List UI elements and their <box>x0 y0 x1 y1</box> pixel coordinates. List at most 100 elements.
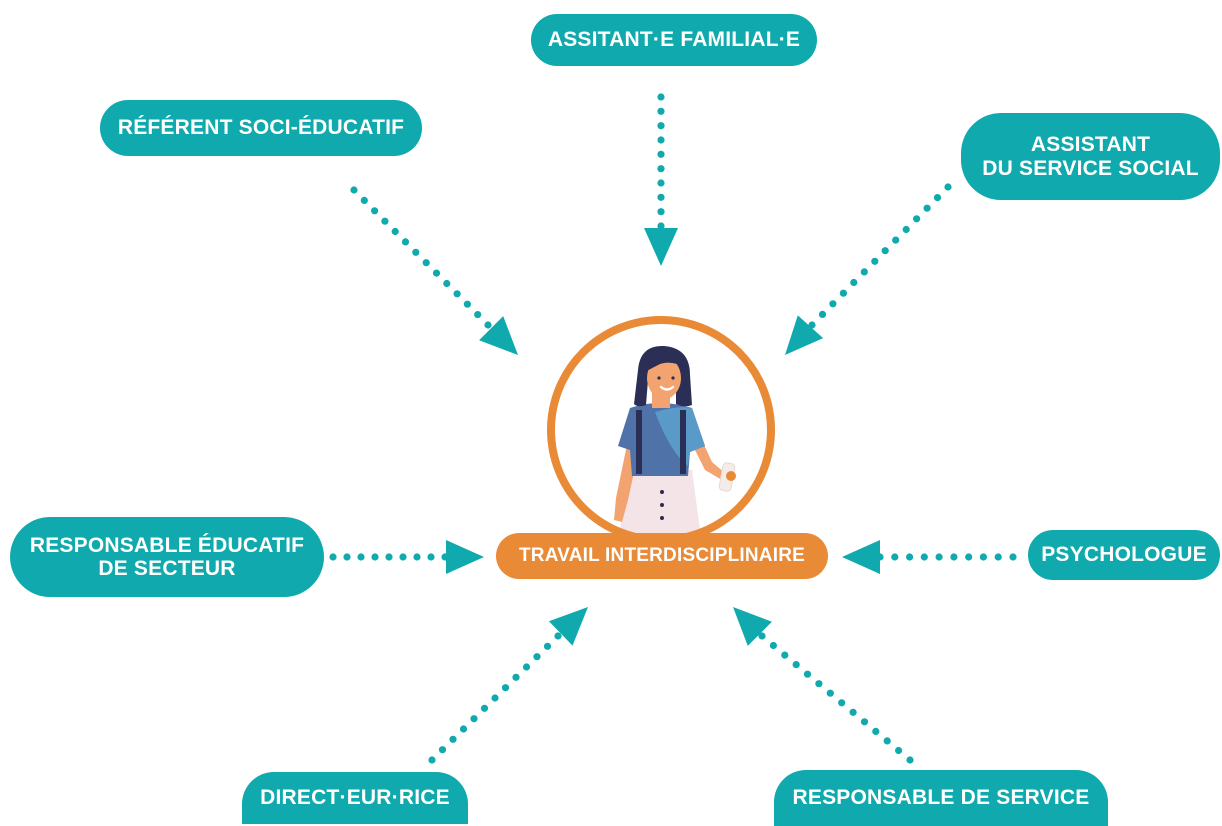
connector-dot <box>427 553 435 561</box>
connector-dot <box>657 107 665 115</box>
connector-dot <box>480 704 489 712</box>
arrowhead <box>644 228 678 266</box>
connector-dot <box>412 248 420 256</box>
connector-dot <box>994 553 1002 561</box>
woman-illustration <box>614 345 736 540</box>
arrow-from-responsable-service <box>733 607 914 764</box>
connector-dot <box>470 715 478 723</box>
arrow-from-assistant-social <box>785 183 952 355</box>
connector-dot <box>385 553 393 561</box>
role-responsable-service: RESPONSABLE DE SERVICE <box>774 770 1108 826</box>
connector-dot <box>849 708 857 716</box>
connector-dot <box>484 321 492 329</box>
connector-dot <box>906 756 914 764</box>
connector-dot <box>522 663 531 671</box>
connector-dot <box>657 165 665 173</box>
connector-dot <box>428 756 436 764</box>
arrow-from-assistant-familial <box>644 93 678 266</box>
connector-dot <box>443 279 451 288</box>
connector-dot <box>360 196 368 204</box>
connector-dot <box>838 699 846 707</box>
role-assistant-service-social: ASSISTANT DU SERVICE SOCIAL <box>961 113 1220 200</box>
backpack-strap-left <box>636 410 642 474</box>
connector-dot <box>357 553 365 561</box>
connector-dot <box>803 670 812 678</box>
connector-dot <box>769 641 778 650</box>
connector-dot <box>883 737 891 745</box>
connector-dot <box>657 93 665 101</box>
connector-dot <box>554 632 562 640</box>
connector-dot <box>965 553 973 561</box>
role-psychologue: PSYCHOLOGUE <box>1028 530 1220 580</box>
connector-dot <box>891 553 899 561</box>
backpack-strap-right <box>680 410 686 474</box>
connector-dot <box>343 553 351 561</box>
connector-dot <box>1009 553 1017 561</box>
connector-dot <box>657 122 665 130</box>
connector-dot <box>474 311 482 319</box>
connector-dot <box>792 661 800 669</box>
connector-dot <box>371 553 379 561</box>
connector-dot <box>815 680 823 688</box>
center-illustration <box>547 316 775 544</box>
connector-dot <box>860 268 868 276</box>
connector-dot <box>533 653 541 661</box>
connector-dot <box>491 694 499 702</box>
connector-dot <box>906 553 914 561</box>
role-assistant-familial: ASSITANT·E FAMILIAL·E <box>531 14 817 66</box>
arrow-from-directeur <box>428 607 588 764</box>
connector-dot <box>438 746 447 754</box>
connector-dot <box>453 290 461 298</box>
connector-dot <box>329 553 337 561</box>
connector-dot <box>432 269 441 277</box>
connector-dot <box>459 725 468 733</box>
connector-dot <box>892 236 900 244</box>
arrow-from-psychologue <box>842 540 1017 574</box>
connector-dot <box>850 278 858 287</box>
connector-dot <box>818 310 827 318</box>
connector-dot <box>839 289 848 297</box>
connector-dot <box>872 727 880 736</box>
connector-dot <box>381 217 389 225</box>
connector-dot <box>881 247 889 255</box>
arrowhead <box>785 315 824 355</box>
connector-dot <box>913 215 921 223</box>
connector-dot <box>399 553 407 561</box>
connector-dot <box>933 194 942 202</box>
connector-dot <box>871 257 879 265</box>
connector-dot <box>826 689 834 697</box>
skirt-shape <box>618 470 702 540</box>
arrowhead <box>733 607 772 646</box>
arrowhead <box>548 607 588 646</box>
connector-dot <box>543 642 552 650</box>
role-referent-socio-educatif: RÉFÉRENT SOCI-ÉDUCATIF <box>100 100 422 156</box>
connector-dot <box>895 746 903 755</box>
connector-dot <box>860 718 869 726</box>
connector-dot <box>350 186 358 194</box>
arrow-from-responsable-educatif <box>329 540 484 574</box>
connector-dot <box>920 553 928 561</box>
role-responsable-educatif: RESPONSABLE ÉDUCATIF DE SECTEUR <box>10 517 324 597</box>
connector-dot <box>657 136 665 144</box>
connector-dot <box>501 684 510 692</box>
connector-dot <box>758 632 766 640</box>
connector-dot <box>401 238 410 246</box>
connector-dot <box>657 150 665 158</box>
connector-dot <box>391 227 399 236</box>
connector-dot <box>371 207 379 215</box>
arrows-group <box>329 93 1017 764</box>
role-directeur: DIRECT·EUR·RICE <box>242 772 468 824</box>
connector-dot <box>657 208 665 216</box>
connector-dot <box>935 553 943 561</box>
connector-dot <box>413 553 421 561</box>
connector-dot <box>422 259 430 267</box>
arrowhead <box>446 540 484 574</box>
center-label: TRAVAIL INTERDISCIPLINAIRE <box>496 533 828 579</box>
connector-dot <box>781 651 789 659</box>
connector-dot <box>657 222 665 230</box>
connector-dot <box>979 553 988 561</box>
arrowhead <box>479 316 518 355</box>
arrow-from-referent <box>350 186 518 355</box>
